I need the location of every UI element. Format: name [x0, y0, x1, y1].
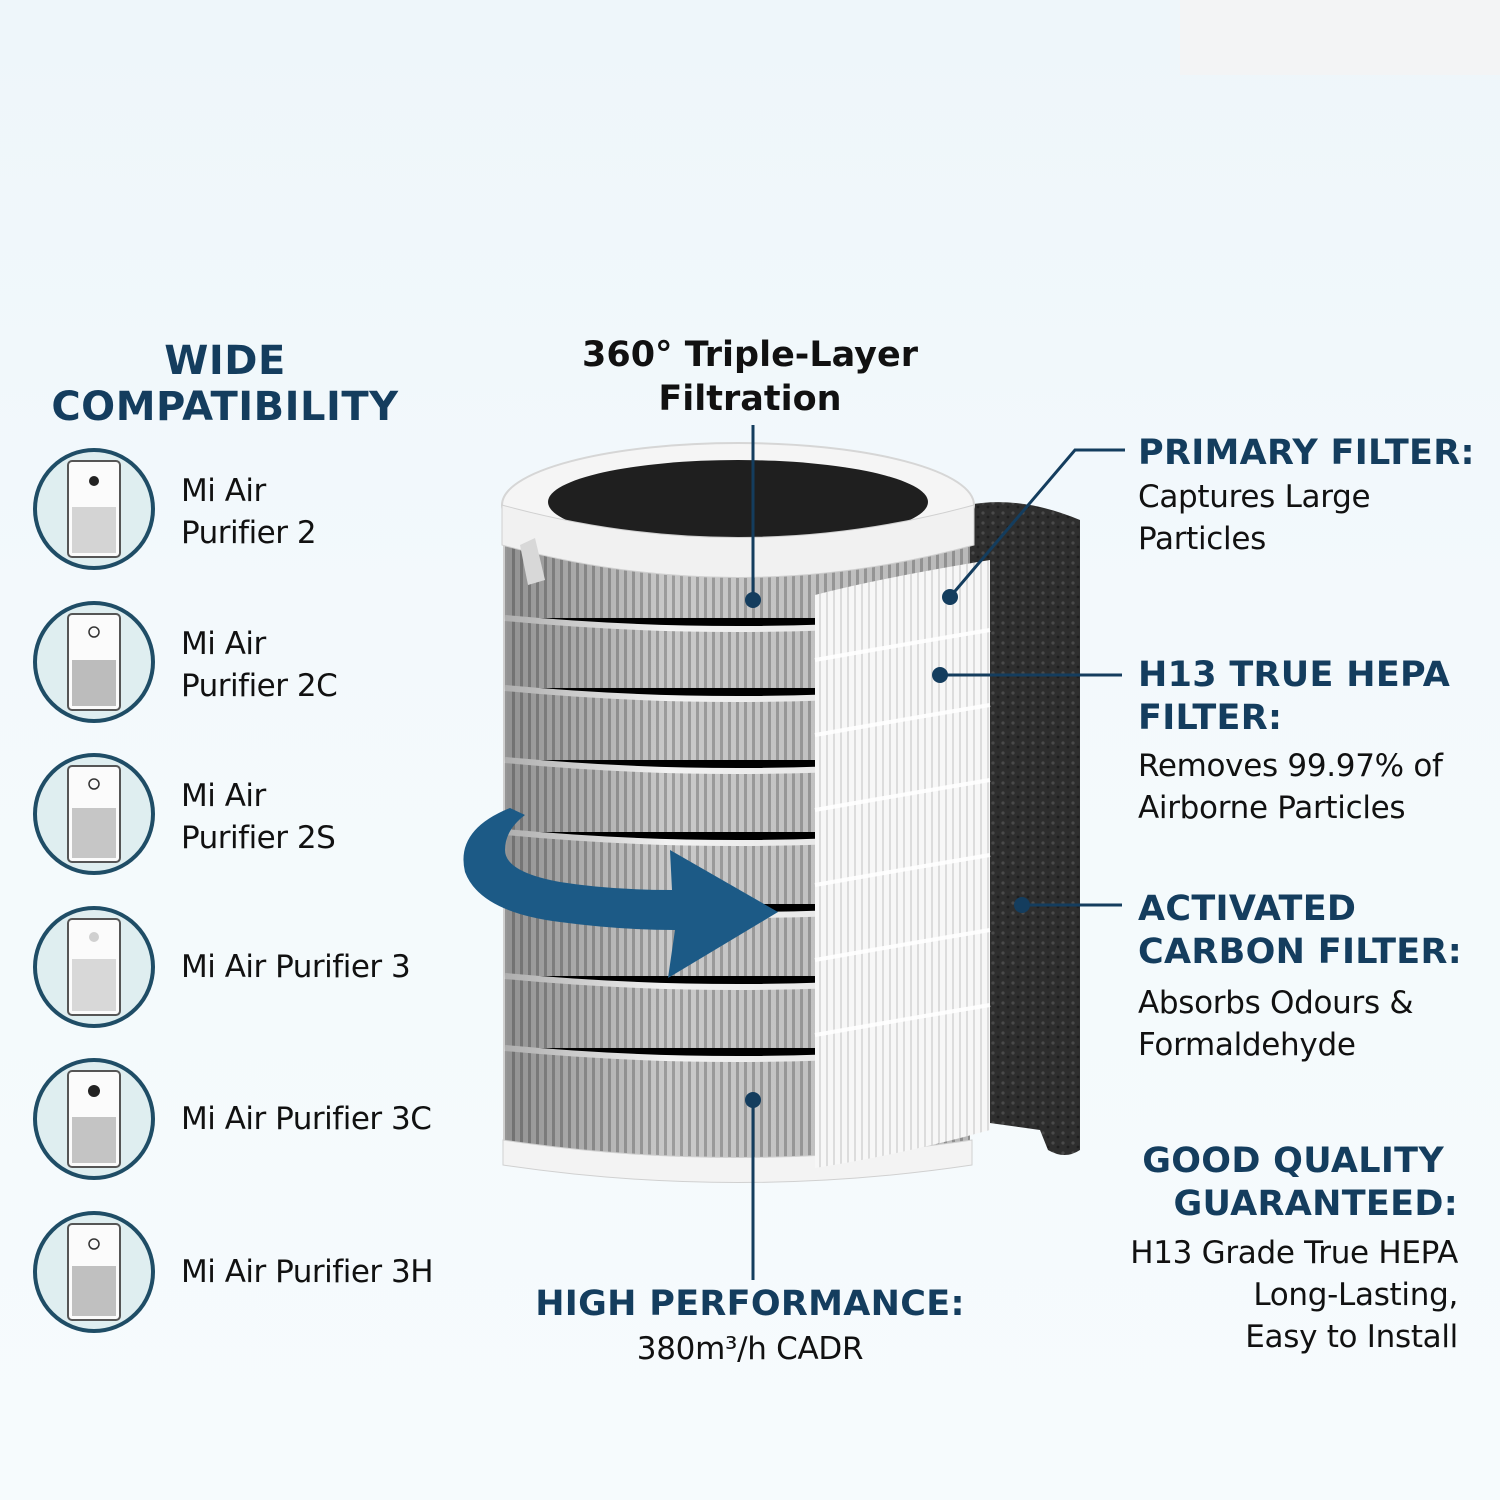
- purifier-3-icon: [33, 906, 155, 1028]
- compat-label: Mi Air Purifier 2: [181, 470, 481, 554]
- compat-item-purifier-3h: Mi Air Purifier 3H: [33, 1211, 493, 1343]
- compat-label-line2: Purifier 2: [181, 515, 317, 551]
- hepa-filter-desc: Removes 99.97% of Airborne Particles: [1138, 745, 1443, 829]
- primary-filter-desc: Captures Large Particles: [1138, 476, 1371, 560]
- compat-item-purifier-2c: Mi Air Purifier 2C: [33, 601, 493, 733]
- purifier-3c-icon: [33, 1058, 155, 1180]
- compatibility-title: WIDE COMPATIBILITY: [40, 338, 410, 430]
- performance-title: HIGH PERFORMANCE:: [535, 1284, 965, 1324]
- compat-item-purifier-3: Mi Air Purifier 3: [33, 906, 493, 1038]
- quality-title: GOOD QUALITY GUARANTEED:: [1090, 1140, 1458, 1226]
- compat-item-purifier-2s: Mi Air Purifier 2S: [33, 753, 493, 885]
- compat-label-line2: Purifier 2C: [181, 668, 338, 704]
- carbon-filter-desc-line2: Formaldehyde: [1138, 1027, 1356, 1063]
- filtration-title: 360° Triple-Layer Filtration: [540, 333, 960, 421]
- hepa-filter-desc-line1: Removes 99.97% of: [1138, 748, 1443, 784]
- compat-label: Mi Air Purifier 2S: [181, 775, 481, 859]
- compat-label-line1: Mi Air: [181, 626, 266, 662]
- purifier-2s-icon: [33, 753, 155, 875]
- purifier-2-icon: [33, 448, 155, 570]
- rotation-arrow: [463, 808, 778, 978]
- corner-patch: [1180, 0, 1500, 75]
- quality-desc-line1: H13 Grade True HEPA: [1130, 1235, 1458, 1271]
- hepa-filter-desc-line2: Airborne Particles: [1138, 790, 1406, 826]
- compat-label: Mi Air Purifier 2C: [181, 623, 481, 707]
- carbon-filter-title: ACTIVATED CARBON FILTER:: [1138, 888, 1462, 974]
- compat-label: Mi Air Purifier 3H: [181, 1251, 481, 1293]
- carbon-filter-title-line1: ACTIVATED: [1138, 889, 1357, 929]
- primary-filter-title: PRIMARY FILTER:: [1138, 433, 1475, 473]
- primary-filter-desc-line2: Particles: [1138, 521, 1266, 557]
- compat-label-line1: Mi Air: [181, 473, 266, 509]
- compat-label-line1: Mi Air: [181, 778, 266, 814]
- carbon-filter-title-line2: CARBON FILTER:: [1138, 932, 1463, 972]
- compat-label: Mi Air Purifier 3C: [181, 1098, 481, 1140]
- hepa-layer: [815, 560, 990, 1168]
- hepa-filter-title: H13 TRUE HEPA FILTER:: [1138, 654, 1450, 740]
- purifier-3h-icon: [33, 1211, 155, 1333]
- quality-title-line1: GOOD QUALITY: [1142, 1141, 1444, 1181]
- carbon-layer: [968, 502, 1080, 1156]
- carbon-filter-desc-line1: Absorbs Odours &: [1138, 985, 1414, 1021]
- quality-desc-line3: Easy to Install: [1245, 1319, 1458, 1355]
- purifier-2c-icon: [33, 601, 155, 723]
- filtration-title-line2: Filtration: [658, 379, 842, 419]
- compat-label-line1: Mi Air Purifier 3C: [181, 1101, 432, 1137]
- compat-item-purifier-3c: Mi Air Purifier 3C: [33, 1058, 493, 1190]
- compat-label-line2: Purifier 2S: [181, 820, 336, 856]
- filtration-title-line1: 360° Triple-Layer: [581, 335, 918, 375]
- quality-title-line2: GUARANTEED:: [1173, 1184, 1458, 1224]
- hepa-filter-title-line1: H13 TRUE HEPA: [1138, 655, 1451, 695]
- primary-filter-desc-line1: Captures Large: [1138, 479, 1371, 515]
- carbon-filter-desc: Absorbs Odours & Formaldehyde: [1138, 982, 1414, 1066]
- compat-label-line1: Mi Air Purifier 3: [181, 949, 411, 985]
- compat-label-line1: Mi Air Purifier 3H: [181, 1254, 434, 1290]
- compat-label: Mi Air Purifier 3: [181, 946, 481, 988]
- performance-desc: 380m³/h CADR: [636, 1331, 864, 1367]
- compat-item-purifier-2: Mi Air Purifier 2: [33, 448, 493, 580]
- quality-desc-line2: Long-Lasting,: [1253, 1277, 1458, 1313]
- compatibility-title-line1: WIDE: [164, 338, 286, 384]
- compatibility-title-line2: COMPATIBILITY: [51, 384, 399, 430]
- quality-desc: H13 Grade True HEPA Long-Lasting, Easy t…: [1070, 1232, 1458, 1358]
- hepa-filter-title-line2: FILTER:: [1138, 698, 1283, 738]
